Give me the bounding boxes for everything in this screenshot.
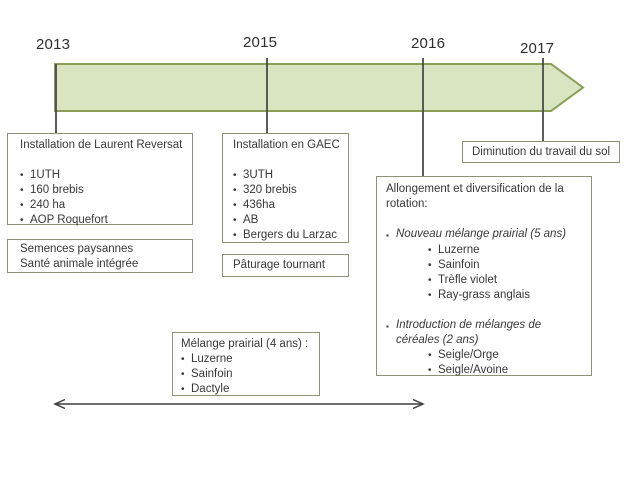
list-item-label: AOP Roquefort	[30, 214, 108, 226]
bullet-icon: •	[181, 354, 185, 365]
box-semences: Semences paysannes Santé animale intégré…	[7, 239, 193, 273]
list-item: • Dactyle	[181, 382, 315, 397]
square-bullet-icon: ▪	[386, 322, 389, 331]
bullet-icon: •	[181, 369, 185, 380]
spacer	[386, 303, 583, 318]
timeline-arrow-shape	[54, 63, 585, 112]
list-item: • Luzerne	[181, 352, 315, 367]
list-item-label: 160 brebis	[30, 184, 84, 196]
list-item-label: Bergers du Larzac	[243, 229, 337, 241]
bullet-icon: •	[20, 200, 24, 211]
bullet-icon: •	[428, 275, 432, 286]
list-item-label: Sainfoin	[191, 368, 233, 380]
list-item-label: 320 brebis	[243, 184, 297, 196]
list-item: • 240 ha	[20, 198, 186, 213]
bullet-icon: •	[233, 215, 237, 226]
list-item-label: Seigle/Orge	[438, 349, 499, 361]
box-installation-title: Installation de Laurent Reversat	[20, 139, 183, 151]
list-item: • Luzerne	[428, 243, 583, 258]
bullet-icon: •	[233, 170, 237, 181]
box-paturage: Pâturage tournant	[222, 254, 349, 277]
list-item: • AB	[233, 213, 344, 228]
list-item-label: Seigle/Avoine	[438, 364, 509, 376]
bullet-icon: •	[233, 200, 237, 211]
box-diminution-2017: Diminution du travail du sol	[462, 141, 620, 163]
list-item: • Bergers du Larzac	[233, 228, 344, 243]
box-paturage-label: Pâturage tournant	[233, 259, 326, 271]
list-item: • 320 brebis	[233, 183, 344, 198]
list-item: • 1UTH	[20, 168, 186, 183]
spacer	[233, 153, 344, 168]
bullet-icon: •	[428, 290, 432, 301]
list-item-label: 1UTH	[30, 169, 61, 181]
list-item: • AOP Roquefort	[20, 213, 186, 228]
box-rotation-title: Allongement et diversification de la rot…	[386, 183, 564, 210]
list-item-label: Trèfle violet	[438, 274, 498, 286]
box-gaec-2015: Installation en GAEC • 3UTH • 320 brebis •…	[222, 133, 349, 243]
list-item-label: Dactyle	[191, 383, 230, 395]
list-item: • Seigle/Orge	[428, 348, 583, 363]
box-melange-title: Mélange prairial (4 ans) :	[181, 338, 309, 350]
box-rotation-2016: Allongement et diversification de la rot…	[376, 176, 592, 376]
box-installation-2013: Installation de Laurent Reversat • 1UTH •…	[7, 133, 193, 228]
bullet-icon: •	[20, 170, 24, 181]
spacer	[386, 212, 583, 227]
year-label-2015: 2015	[243, 34, 278, 51]
list-item-label: Luzerne	[438, 244, 480, 256]
bullet-icon: •	[20, 215, 24, 226]
bullet-icon: •	[428, 350, 432, 361]
list-item: • 436ha	[233, 198, 344, 213]
bullet-icon: •	[233, 230, 237, 241]
span-double-arrow	[53, 398, 425, 410]
bullet-icon: •	[428, 260, 432, 271]
year-label-2016: 2016	[411, 35, 446, 52]
rotation-group-heading-label: Introduction de mélanges de céréales (2 …	[396, 319, 542, 346]
bullet-icon: •	[233, 185, 237, 196]
bullet-icon: •	[20, 185, 24, 196]
list-item: • Seigle/Avoine	[428, 363, 583, 378]
list-item: • Sainfoin	[428, 258, 583, 273]
list-item: • 3UTH	[233, 168, 344, 183]
list-item-label: 436ha	[243, 199, 275, 211]
bullet-icon: •	[428, 245, 432, 256]
list-item: • Ray-grass anglais	[428, 288, 583, 303]
year-label-2017: 2017	[520, 40, 555, 57]
list-item-label: 3UTH	[243, 169, 274, 181]
list-item: • Trèfle violet	[428, 273, 583, 288]
year-label-2013: 2013	[36, 36, 71, 53]
square-bullet-icon: ▪	[386, 231, 389, 240]
box-gaec-title: Installation en GAEC	[233, 139, 340, 151]
semences-line: Santé animale intégrée	[20, 258, 139, 270]
box-diminution-label-wrap: Diminution du travail du sol	[463, 142, 619, 162]
list-item: • Sainfoin	[181, 367, 315, 382]
list-item-label: Sainfoin	[438, 259, 480, 271]
box-melange-prairial: Mélange prairial (4 ans) : • Luzerne • Sai…	[172, 332, 320, 396]
rotation-group-heading: ▪ Introduction de mélanges de céréales (…	[386, 318, 583, 348]
spacer	[20, 153, 186, 168]
list-item-label: Luzerne	[191, 353, 233, 365]
bullet-icon: •	[181, 384, 185, 395]
semences-line: Semences paysannes	[20, 243, 134, 255]
list-item-label: Ray-grass anglais	[438, 289, 531, 301]
list-item-label: 240 ha	[30, 199, 66, 211]
list-item: • 160 brebis	[20, 183, 186, 198]
box-diminution-label: Diminution du travail du sol	[471, 145, 611, 158]
list-item-label: AB	[243, 214, 259, 226]
rotation-group-heading: ▪ Nouveau mélange prairial (5 ans)	[386, 227, 583, 243]
bullet-icon: •	[428, 365, 432, 376]
rotation-group-heading-label: Nouveau mélange prairial (5 ans)	[396, 228, 567, 240]
